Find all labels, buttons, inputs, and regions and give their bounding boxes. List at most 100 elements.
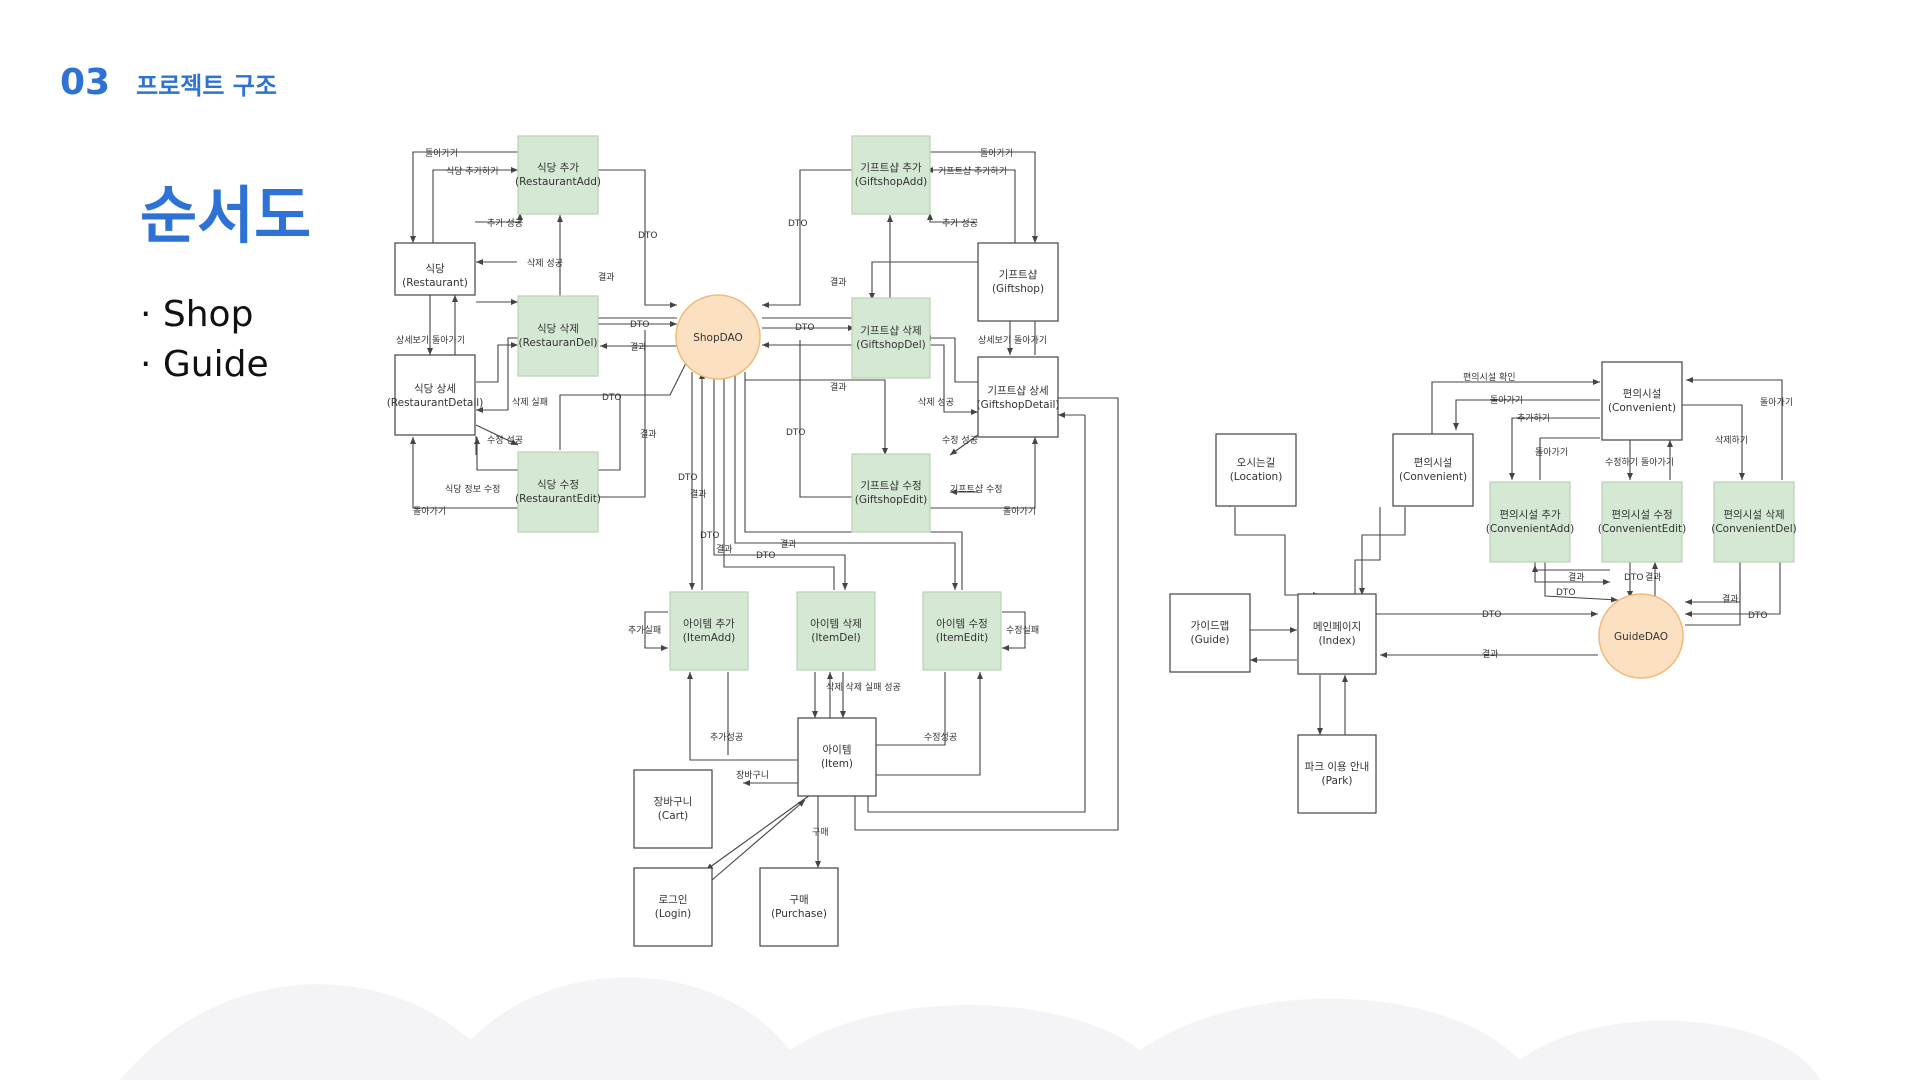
- svg-text:식당: 식당: [425, 263, 445, 275]
- svg-text:(RestaurantDetail): (RestaurantDetail): [387, 397, 484, 409]
- svg-text:아이템 추가: 아이템 추가: [683, 618, 735, 630]
- edge-label: 결과: [1568, 572, 1585, 583]
- edge-label: 결과: [1645, 572, 1662, 583]
- edge-label: 수정 성공: [487, 435, 523, 446]
- svg-text:기프트샵 상세: 기프트샵 상세: [987, 385, 1048, 397]
- edge-label: 장바구니: [736, 770, 769, 781]
- edge-label: 돌아가기: [1490, 395, 1523, 406]
- edge-label: 구매: [812, 827, 829, 838]
- edge-label: DTO: [678, 473, 698, 483]
- edge-label: DTO: [1556, 588, 1576, 598]
- edge-label: 돌아가기: [1760, 397, 1793, 408]
- node-item-edit: 아이템 수정 (ItemEdit): [922, 591, 1002, 671]
- edge-label: 추가 성공: [942, 218, 978, 229]
- node-giftshop-add: 기프트샵 추가 (GiftshopAdd): [851, 135, 931, 215]
- svg-text:(RestaurantAdd): (RestaurantAdd): [515, 176, 601, 188]
- node-login: 로그인 (Login): [633, 867, 713, 947]
- svg-text:(Index): (Index): [1318, 635, 1355, 647]
- node-giftshop-detail: 기프트샵 상세 (GiftshopDetail): [976, 356, 1060, 438]
- edge-label: 삭제 성공: [918, 397, 954, 408]
- node-guidedao: GuideDAO: [1598, 593, 1684, 679]
- svg-text:아이템 삭제: 아이템 삭제: [810, 618, 862, 630]
- edge-label: 삭제 실패: [512, 397, 548, 408]
- svg-text:(Convenient): (Convenient): [1608, 402, 1676, 414]
- svg-text:(Purchase): (Purchase): [771, 908, 827, 920]
- svg-text:파크 이용 안내: 파크 이용 안내: [1305, 761, 1370, 773]
- edge-label: DTO: [788, 219, 808, 229]
- edge-label: 결과: [1482, 649, 1499, 660]
- svg-text:(Item): (Item): [821, 758, 853, 770]
- svg-text:구매: 구매: [789, 894, 808, 906]
- node-restaurant-detail: 식당 상세 (RestaurantDetail): [387, 354, 484, 436]
- svg-text:(Restaurant): (Restaurant): [402, 277, 468, 289]
- edge-label: DTO: [1748, 611, 1768, 621]
- svg-text:편의시설 추가: 편의시설 추가: [1499, 508, 1561, 521]
- svg-text:아이템: 아이템: [823, 744, 852, 756]
- edge-label: 결과: [640, 429, 657, 440]
- section-title: 프로젝트 구조: [136, 72, 277, 100]
- edge-label: 결과: [780, 539, 797, 550]
- node-convenient-add: 편의시설 추가 (ConvenientAdd): [1486, 481, 1574, 563]
- node-shopdao: ShopDAO: [675, 294, 761, 380]
- edge-label: DTO: [1624, 573, 1644, 583]
- edge-label: 수정 성공: [942, 435, 978, 446]
- edge-label: 기프트샵 추가하기: [938, 166, 1007, 177]
- node-item: 아이템 (Item): [797, 717, 877, 797]
- edge-label: 돌아가기: [413, 506, 446, 517]
- node-park: 파크 이용 안내 (Park): [1297, 734, 1377, 814]
- svg-text:GuideDAO: GuideDAO: [1614, 631, 1668, 643]
- svg-text:편의시설 수정: 편의시설 수정: [1611, 508, 1672, 521]
- edge-label: 상세보기 돌아가기: [978, 335, 1047, 346]
- svg-text:(GiftshopDetail): (GiftshopDetail): [976, 399, 1059, 411]
- svg-text:(Cart): (Cart): [658, 810, 688, 822]
- svg-text:(ConvenientDel): (ConvenientDel): [1711, 523, 1797, 535]
- svg-text:아이템 수정: 아이템 수정: [936, 618, 988, 630]
- edge-label: 삭제 삭제 실패 성공: [826, 682, 901, 693]
- edge-label: 결과: [1722, 594, 1739, 605]
- svg-text:기프트샵 삭제: 기프트샵 삭제: [860, 325, 921, 337]
- svg-text:기프트샵 추가: 기프트샵 추가: [860, 162, 922, 174]
- edge-label: 삭제하기: [1715, 435, 1748, 446]
- node-location: 오시는길 (Location): [1215, 433, 1297, 507]
- shop-edge-labels: 돌아가기 식당 추가하기 추가 성공 삭제 성공 DTO 결과 DTO 결과 상…: [396, 148, 1047, 838]
- svg-text:편의시설: 편의시설: [1414, 456, 1453, 469]
- edge-label: 상세보기 돌아가기: [396, 335, 465, 346]
- edge-label: 돌아가기: [1003, 506, 1036, 517]
- node-restaurant: 식당 (Restaurant): [394, 242, 476, 296]
- svg-text:식당 삭제: 식당 삭제: [537, 323, 579, 335]
- edge-label: 편의시설 확인: [1463, 371, 1516, 383]
- node-item-del: 아이템 삭제 (ItemDel): [796, 591, 876, 671]
- svg-text:(ConvenientAdd): (ConvenientAdd): [1486, 523, 1574, 535]
- svg-text:(Location): (Location): [1230, 471, 1283, 483]
- node-restaurant-edit: 식당 수정 (RestaurantEdit): [515, 451, 601, 533]
- edge-label: DTO: [756, 551, 776, 561]
- svg-text:식당 추가: 식당 추가: [537, 162, 579, 174]
- edge-label: 추가성공: [710, 732, 743, 743]
- edge-label: DTO: [700, 531, 720, 541]
- edge-label: 돌아가기: [425, 148, 458, 159]
- edge-label: 결과: [598, 272, 615, 283]
- node-index: 메인페이지 (Index): [1297, 593, 1377, 675]
- bullet-list: · Shop · Guide: [140, 290, 269, 390]
- node-convenient-edit: 편의시설 수정 (ConvenientEdit): [1598, 481, 1686, 563]
- svg-text:로그인: 로그인: [659, 894, 688, 906]
- edge-label: DTO: [1482, 610, 1502, 620]
- edge-label: 추가실패: [628, 625, 661, 636]
- node-convenient-top: 편의시설 (Convenient): [1601, 361, 1683, 441]
- edge-label: 결과: [830, 277, 847, 288]
- guide-edges: [1229, 377, 1783, 735]
- edge-label: DTO: [786, 428, 806, 438]
- svg-text:(ItemEdit): (ItemEdit): [936, 632, 988, 644]
- edge-label: 결과: [716, 544, 733, 555]
- edge-label: 돌아가기: [1535, 447, 1568, 458]
- bullet-guide: · Guide: [140, 344, 269, 385]
- node-convenient-list: 편의시설 (Convenient): [1392, 433, 1474, 507]
- node-giftshop-edit: 기프트샵 수정 (GiftshopEdit): [851, 453, 931, 533]
- node-convenient-del: 편의시설 삭제 (ConvenientDel): [1711, 481, 1797, 563]
- svg-text:(ItemAdd): (ItemAdd): [683, 632, 735, 644]
- node-purchase: 구매 (Purchase): [759, 867, 839, 947]
- svg-text:오시는길: 오시는길: [1237, 456, 1276, 469]
- edge-label: 식당 추가하기: [446, 166, 499, 177]
- svg-text:식당 수정: 식당 수정: [537, 479, 579, 491]
- node-restaurant-del: 식당 삭제 (RestauranDel): [517, 295, 599, 377]
